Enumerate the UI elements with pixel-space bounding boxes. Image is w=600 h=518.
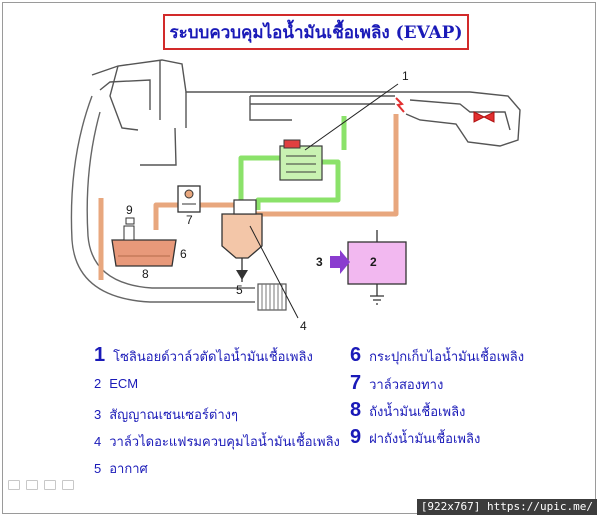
canister-icon	[221, 199, 263, 282]
air-filter-icon	[257, 283, 287, 311]
legend-number: 5	[94, 461, 102, 476]
legend-label: กระปุกเก็บไอน้ำมันเชื้อเพลิง	[369, 350, 525, 365]
legend-label: ถังน้ำมันเชื้อเพลิง	[369, 405, 466, 420]
callout-1: 1	[402, 69, 409, 83]
legend-label: อากาศ	[109, 462, 148, 477]
page-title-text: ระบบควบคุมไอน้ำมันเชื้อเพลิง (EVAP)	[169, 22, 463, 43]
callout-8: 8	[142, 267, 149, 281]
callout-7: 7	[186, 213, 193, 227]
evap-system-diagram: 1 2 3 4 5 6 7 8 9	[70, 59, 521, 333]
legend-item-8: 8 ถังน้ำมันเชื้อเพลิง	[350, 399, 465, 422]
legend-item-1: 1 โซลินอยด์วาล์วตัดไอน้ำมันเชื้อเพลิง	[94, 344, 313, 367]
fuel-cap-icon	[125, 217, 135, 225]
page-title: ระบบควบคุมไอน้ำมันเชื้อเพลิง (EVAP)	[163, 14, 469, 50]
legend-number: 2	[94, 376, 102, 391]
legend-item-3: 3 สัญญาณเซนเซอร์ต่างๆ	[94, 404, 238, 425]
engine-intake-outline	[91, 59, 521, 166]
ecm-box	[347, 230, 407, 305]
leader-lines	[249, 83, 399, 319]
legend-number: 8	[350, 399, 362, 421]
callout-6: 6	[180, 247, 187, 261]
legend-number: 3	[94, 407, 102, 422]
throttle-valve-icon	[473, 111, 495, 123]
air-duct	[70, 95, 255, 303]
pen-icon[interactable]	[26, 480, 38, 490]
legend-item-2: 2 ECM	[94, 376, 138, 391]
legend-label: วาล์วไดอะแฟรมควบคุมไอน้ำมันเชื้อเพลิง	[109, 435, 340, 450]
purge-lines	[238, 116, 347, 210]
legend-label: ECM	[109, 376, 139, 391]
intake-spark-icon	[395, 97, 405, 113]
watermark: [922x767] https://upic.me/	[416, 499, 597, 515]
legend-label: สัญญาณเซนเซอร์ต่างๆ	[109, 408, 238, 423]
legend-number: 1	[94, 344, 106, 366]
legend-item-6: 6 กระปุกเก็บไอน้ำมันเชื้อเพลิง	[350, 344, 524, 367]
legend-label: โซลินอยด์วาล์วตัดไอน้ำมันเชื้อเพลิง	[113, 350, 313, 365]
legend-item-5: 5 อากาศ	[94, 458, 148, 479]
next-arrow-icon[interactable]	[62, 480, 74, 490]
legend-item-7: 7 วาล์วสองทาง	[350, 372, 443, 395]
two-way-valve-icon	[177, 185, 201, 213]
legend-item-4: 4 วาล์วไดอะแฟรมควบคุมไอน้ำมันเชื้อเพลิง	[94, 431, 340, 452]
legend-number: 6	[350, 344, 362, 366]
legend-number: 9	[350, 426, 362, 448]
callout-3: 3	[316, 255, 323, 269]
solenoid-valve-icon	[279, 139, 323, 181]
callout-9: 9	[126, 203, 133, 217]
callout-4: 4	[300, 319, 307, 333]
legend-item-9: 9 ฝาถังน้ำมันเชื้อเพลิง	[350, 426, 480, 449]
callout-2: 2	[370, 255, 377, 269]
legend-number: 7	[350, 372, 362, 394]
fuel-tank-icon	[111, 225, 177, 267]
callout-5: 5	[236, 283, 243, 297]
menu-icon[interactable]	[44, 480, 56, 490]
legend-number: 4	[94, 434, 102, 449]
legend-label: วาล์วสองทาง	[369, 378, 444, 393]
legend-label: ฝาถังน้ำมันเชื้อเพลิง	[369, 432, 481, 447]
watermark-text: [922x767] https://upic.me/	[420, 500, 593, 513]
slideshow-toolbar	[8, 480, 74, 490]
prev-arrow-icon[interactable]	[8, 480, 20, 490]
signal-arrow-icon	[330, 250, 350, 274]
